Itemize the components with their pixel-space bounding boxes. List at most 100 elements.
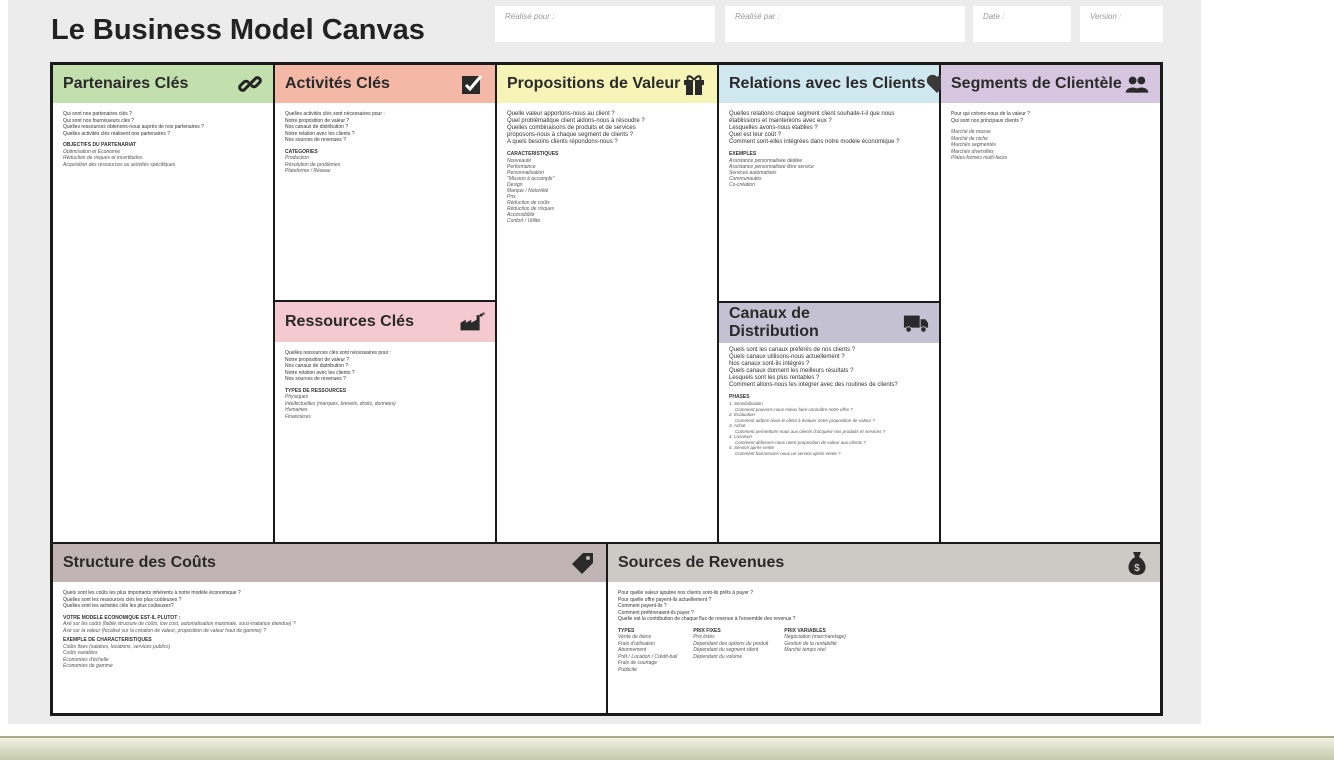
list-item: Marché de masse: [951, 129, 991, 135]
list-item: Réduction de risques: [507, 206, 554, 212]
block-ressources: Ressources Clés Quelles ressources clés …: [275, 302, 497, 542]
block-activites: Activités Clés Quelles activités clés so…: [275, 65, 497, 302]
list-item: Dépendant des options du produit: [693, 640, 769, 647]
question: Pour quelle offre payent-ils actuellemen…: [618, 596, 712, 603]
block-partenaires-title: Partenaires Clés: [63, 75, 189, 92]
list-item: Réduction de risques et incertitudes: [63, 155, 143, 161]
list-item: Économies de gamme: [63, 663, 113, 669]
list-item: Prêt / Location / Crédit-bail: [618, 653, 678, 660]
question: Nos canaux de distribution ?: [285, 363, 349, 369]
section-caption: EXEMPLE DE CHARACTERISTIQUES: [63, 637, 152, 643]
question: proposons-nous à chaque segment de clien…: [507, 132, 634, 138]
block-revenues-title: Sources de Revenues: [618, 554, 785, 571]
list-item: Réduction de coûts: [507, 200, 550, 206]
list-item: Publicité: [618, 666, 637, 673]
realise-pour-field[interactable]: Réalisé pour :: [495, 6, 715, 42]
list-item: Financières: [285, 413, 311, 420]
list-item: Dépendant du volume: [693, 653, 743, 660]
realise-par-field[interactable]: Réalisé par :: [725, 6, 965, 42]
block-propositions-title: Propositions de Valeur: [507, 75, 681, 92]
people-icon: [1124, 71, 1150, 97]
phase-name: 5. Service après-vente: [729, 445, 775, 450]
block-relations-title: Relations avec les Clients: [729, 75, 926, 92]
question: Pour qui créons-nous de la valeur ?: [951, 111, 1030, 117]
list-item: Négociation (marchandage): [784, 634, 846, 640]
phase-name: 1. Sensibilisation: [729, 401, 763, 406]
list-item: Abonnement: [618, 647, 647, 653]
list-item: Marché temps réel: [784, 647, 826, 653]
block-propositions-header: Propositions de Valeur: [497, 65, 717, 103]
question: Quels canaux donnent les meilleurs résul…: [729, 368, 854, 374]
phase-name: 2. Évaluation: [729, 412, 756, 417]
question: Quelles activités clés réalisent nos par…: [63, 130, 170, 137]
question: Quel est leur coût ?: [729, 132, 782, 138]
question: Nos canaux sont-ils intégrés ?: [729, 361, 810, 367]
svg-text:$: $: [1134, 563, 1140, 574]
segments-list: Marché de masse Marché de niche Marchés …: [951, 129, 1152, 162]
list-item: Communautés: [729, 176, 762, 182]
variable-prices-column: PRIX VARIABLES Négociation (marchandage)…: [784, 628, 846, 674]
question: Lesquelles avons-nous établies ?: [729, 125, 818, 131]
question: Notre proposition de valeur ?: [285, 356, 350, 363]
list-item: Marque / Notoriété: [507, 188, 549, 194]
question: Comment allons-nous les intégrer avec de…: [729, 382, 898, 388]
question: Comment sont-elles intégrées dans notre …: [729, 139, 900, 145]
question: Quels sont les coûts les plus importants…: [63, 590, 241, 596]
section-caption: CARACTERISTIQUES: [507, 151, 559, 157]
version-label: Version :: [1090, 12, 1122, 21]
question: Notre relation avec les clients ?: [285, 130, 355, 137]
list-item: Dépendant du segment client: [693, 647, 759, 653]
block-segments-body: Pour qui créons-nous de la valeur ? Qui …: [951, 111, 1152, 162]
question: Quelles activités clés sont nécessaires …: [285, 111, 385, 117]
question: Quelles ressources clés sont nécessaires…: [285, 350, 392, 356]
date-label: Date :: [983, 12, 1005, 21]
block-propositions: Propositions de Valeur Quelle valeur app…: [497, 65, 719, 542]
block-segments: Segments de Clientèle Pour qui créons-no…: [941, 65, 1160, 542]
block-partenaires: Partenaires Clés Qui sont nos partenaire…: [53, 65, 275, 542]
block-activites-title: Activités Clés: [285, 75, 390, 92]
block-partenaires-body: Qui sont nos partenaires clés ? Qui sont…: [63, 111, 265, 168]
list-item: Nouveauté: [507, 158, 532, 164]
question: Quelles sont les activités clés les plus…: [63, 603, 174, 609]
block-couts-body: Quels sont les coûts les plus importants…: [63, 590, 598, 670]
revenue-types-column: TYPES Vente de biens Frais d'utilisation…: [618, 628, 677, 674]
list-item: Axé sur la valeur (focalisé sur la créat…: [63, 627, 266, 634]
realise-par-label: Réalisé par :: [735, 12, 780, 21]
block-activites-body: Quelles activités clés sont nécessaires …: [285, 111, 487, 175]
section-caption: PRIX VARIABLES: [784, 627, 826, 634]
section-caption: PHASES: [729, 394, 750, 400]
block-activites-header: Activités Clés: [275, 65, 495, 103]
list-item: Frais d'utilisation: [618, 640, 656, 647]
block-ressources-title: Ressources Clés: [285, 313, 414, 330]
block-relations-body: Quelles relations chaque segment client …: [729, 111, 931, 188]
fixed-prices-column: PRIX FIXES Prix listés Dépendant des opt…: [693, 628, 768, 674]
question: Quelles sont les ressources clés les plu…: [63, 596, 182, 603]
block-canaux: Canaux de Distribution Quels sont les ca…: [719, 303, 941, 542]
characteristics-list: Nouveauté Performance Personnalisation "…: [507, 158, 709, 224]
date-field[interactable]: Date :: [973, 6, 1071, 42]
section-caption: TYPES: [618, 627, 635, 634]
question: Lesquels sont les plus rentables ?: [729, 375, 820, 381]
question: Quelles relations chaque segment client …: [729, 111, 895, 117]
section-caption: CATEGORIES: [285, 148, 318, 155]
question: A quels besoins clients répondons-nous ?: [507, 139, 618, 145]
block-couts-title: Structure des Coûts: [63, 554, 216, 571]
list-item: Production: [285, 155, 309, 161]
phase-detail: Comment fournissons-nous un service aprè…: [735, 450, 841, 456]
list-item: Optimisation et Économie: [63, 148, 120, 155]
list-item: Acquisition des ressources ou activités …: [63, 161, 176, 168]
phases-list: 1. Sensibilisation Comment pouvons-nous …: [729, 401, 931, 456]
list-item: Design: [507, 182, 523, 188]
version-field[interactable]: Version :: [1080, 6, 1163, 42]
question: établissions et maintenions avec eux ?: [729, 118, 832, 124]
question: Quels canaux utilisons-nous actuellement…: [729, 354, 845, 360]
list-item: Assistance personnalisée libre service: [729, 164, 814, 170]
factory-icon: [459, 309, 485, 335]
truck-icon: [903, 310, 929, 336]
realise-pour-label: Réalisé pour :: [505, 12, 555, 21]
block-ressources-header: Ressources Clés: [275, 302, 495, 342]
list-item: Services automatisés: [729, 170, 777, 176]
list-item: Axé sur les coûts (faible structure de c…: [63, 621, 296, 627]
block-partenaires-header: Partenaires Clés: [53, 65, 273, 103]
block-revenues-header: Sources de Revenues $: [608, 544, 1160, 582]
